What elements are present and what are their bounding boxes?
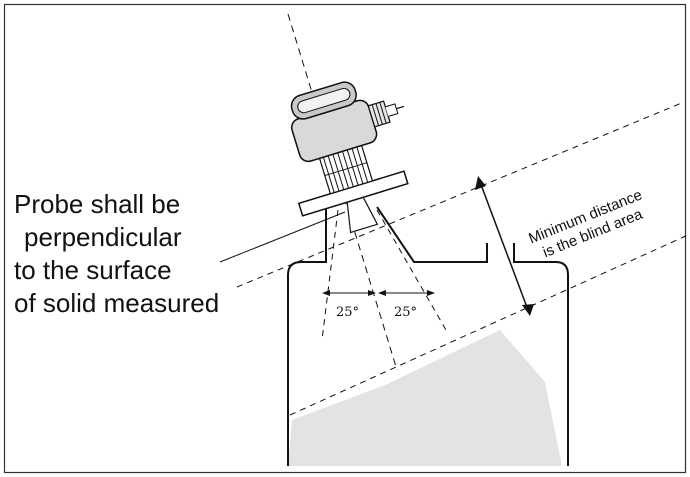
blind-area-lower-line (289, 234, 689, 416)
blind-area-arrow (475, 176, 534, 316)
instruction-line-1: Probe shall be (14, 189, 180, 219)
beam-right-edge (376, 209, 447, 331)
blind-area-upper-line (236, 101, 685, 288)
radar-probe (290, 81, 409, 234)
instruction-line-2: perpendicular (24, 222, 182, 252)
solid-material (288, 330, 562, 466)
frame-border (3, 3, 687, 474)
angle-arrow-left (322, 290, 376, 296)
tank-right-wall (513, 243, 569, 466)
beam-left-edge (321, 209, 339, 341)
cable-gland (367, 100, 405, 128)
blind-area-label: Minimum distance is the blind area (526, 186, 645, 261)
instruction-line-3: to the surface (14, 255, 172, 285)
instruction-pointer-line (219, 211, 346, 263)
angle-arrow-right (378, 290, 435, 296)
tank-nozzle-right (376, 206, 488, 263)
angle-label-left: 25° (336, 305, 359, 320)
angle-label-right: 25° (394, 305, 417, 320)
instruction-line-4: of solid measured (14, 288, 219, 318)
